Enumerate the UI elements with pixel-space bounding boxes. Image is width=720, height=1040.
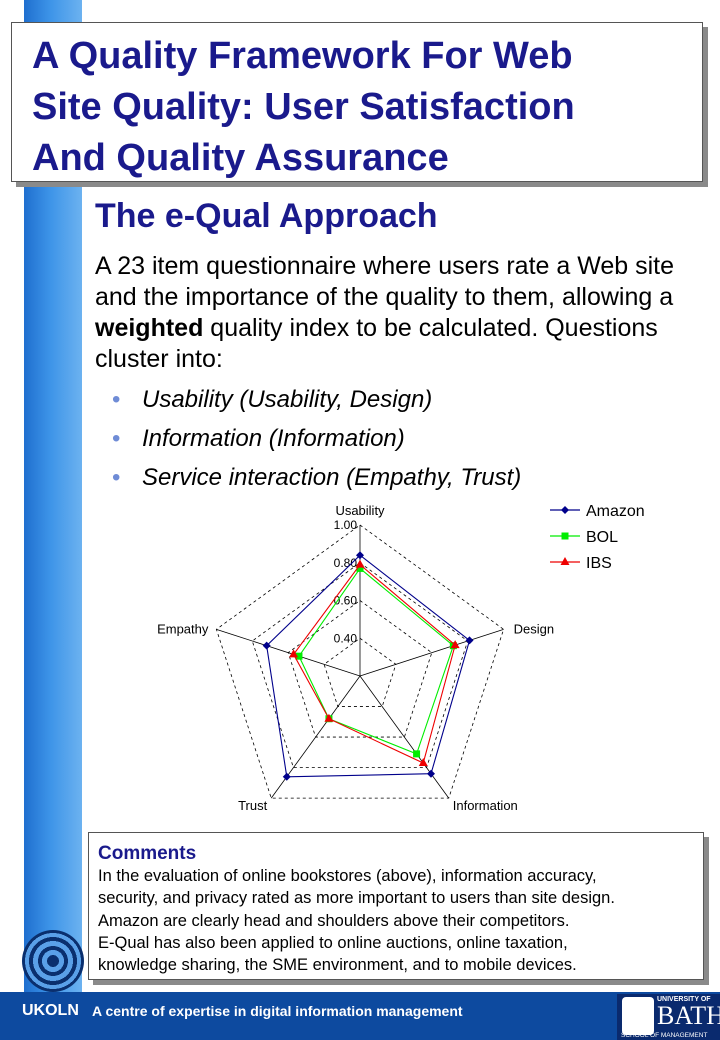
legend-label: BOL	[586, 529, 618, 546]
series-point-amazon	[465, 636, 474, 645]
bath-crest-icon	[622, 997, 654, 1035]
series-point-ibs	[324, 713, 334, 722]
legend-marker-icon	[561, 506, 569, 514]
intro-text-end: quality index to be calculated. Question…	[95, 314, 658, 373]
list-item: • Information (Information)	[112, 422, 521, 461]
radar-grid-ring	[215, 524, 505, 799]
series-point-ibs	[450, 640, 460, 649]
bullet-icon: •	[112, 425, 121, 452]
radar-axis-label: Information	[453, 798, 518, 813]
list-item: • Service interaction (Empathy, Trust)	[112, 461, 521, 500]
comments-heading: Comments	[98, 843, 197, 864]
legend-marker-icon	[560, 557, 570, 565]
radar-chart: 0.400.600.801.00UsabilityDesignInformati…	[157, 503, 645, 813]
radar-tick-label: 0.80	[334, 556, 358, 570]
bullet-icon: •	[112, 464, 121, 491]
series-point-bol	[413, 750, 421, 758]
title-line: Site Quality: User Satisfaction	[32, 86, 575, 128]
series-point-bol	[356, 564, 364, 572]
legend-marker-icon	[561, 532, 569, 540]
comment-line: Amazon are clearly head and shoulders ab…	[98, 911, 570, 930]
radar-axis-spoke	[359, 628, 504, 677]
list-item-text: Information (Information)	[142, 425, 405, 452]
list-item-text: Service interaction (Empathy, Trust)	[142, 464, 522, 491]
comments-box: Comments In the evaluation of online boo…	[88, 832, 704, 980]
radar-axis-label: Trust	[238, 798, 268, 813]
series-point-amazon	[427, 769, 436, 778]
radar-axis-spoke	[216, 628, 361, 677]
radar-grid-ring	[251, 562, 469, 769]
bath-name: BATH	[657, 1001, 720, 1030]
series-point-bol	[295, 652, 303, 660]
legend-label: Amazon	[586, 503, 645, 520]
radar-grid-ring	[287, 600, 433, 738]
series-line-ibs	[292, 563, 456, 764]
legend-label: IBS	[586, 555, 612, 572]
radar-axis-label: Usability	[335, 503, 385, 518]
series-point-amazon	[262, 641, 271, 650]
radar-axis-spoke	[359, 675, 450, 799]
series-line-amazon	[266, 554, 471, 778]
page-title: A Quality Framework For Web Site Quality…	[32, 31, 702, 184]
series-point-ibs	[418, 758, 428, 767]
radar-tick-label: 1.00	[334, 518, 358, 532]
radar-axis-label: Empathy	[157, 621, 209, 636]
bullet-icon: •	[112, 386, 121, 413]
list-item-text: Usability (Usability, Design)	[142, 386, 433, 413]
comment-line: security, and privacy rated as more impo…	[98, 889, 615, 908]
series-point-amazon	[356, 551, 364, 560]
title-line: A Quality Framework For Web	[32, 35, 573, 77]
ukoln-name: UKOLN	[22, 1002, 79, 1019]
intro-bold-word: weighted	[95, 314, 204, 342]
radar-grid-ring	[323, 637, 397, 707]
series-point-amazon	[282, 772, 291, 781]
footer-bar	[0, 992, 720, 1040]
title-line: And Quality Assurance	[32, 137, 449, 179]
radar-tick-label: 0.40	[334, 631, 358, 645]
intro-paragraph: A 23 item questionnaire where users rate…	[95, 251, 710, 375]
list-item: • Usability (Usability, Design)	[112, 383, 521, 422]
comment-line: knowledge sharing, the SME environment, …	[98, 956, 577, 975]
bath-school-label: SCHOOL OF MANAGEMENT	[621, 1032, 708, 1039]
section-heading: The e-Qual Approach	[95, 197, 438, 235]
footer-tagline: A centre of expertise in digital informa…	[92, 1003, 463, 1019]
ukoln-logo-icon	[22, 930, 84, 992]
intro-text: A 23 item questionnaire where users rate…	[95, 252, 675, 311]
series-point-ibs	[289, 649, 299, 658]
radar-axis-label: Design	[514, 621, 554, 636]
series-line-bol	[298, 567, 454, 755]
cluster-list: • Usability (Usability, Design) • Informat…	[112, 383, 521, 500]
comment-line: E-Qual has also been applied to online a…	[98, 933, 568, 952]
comment-line: In the evaluation of online bookstores (…	[98, 867, 597, 885]
title-box: A Quality Framework For Web Site Quality…	[11, 22, 703, 182]
bath-university-label: UNIVERSITY OF	[657, 996, 711, 1003]
series-point-ibs	[355, 559, 365, 568]
